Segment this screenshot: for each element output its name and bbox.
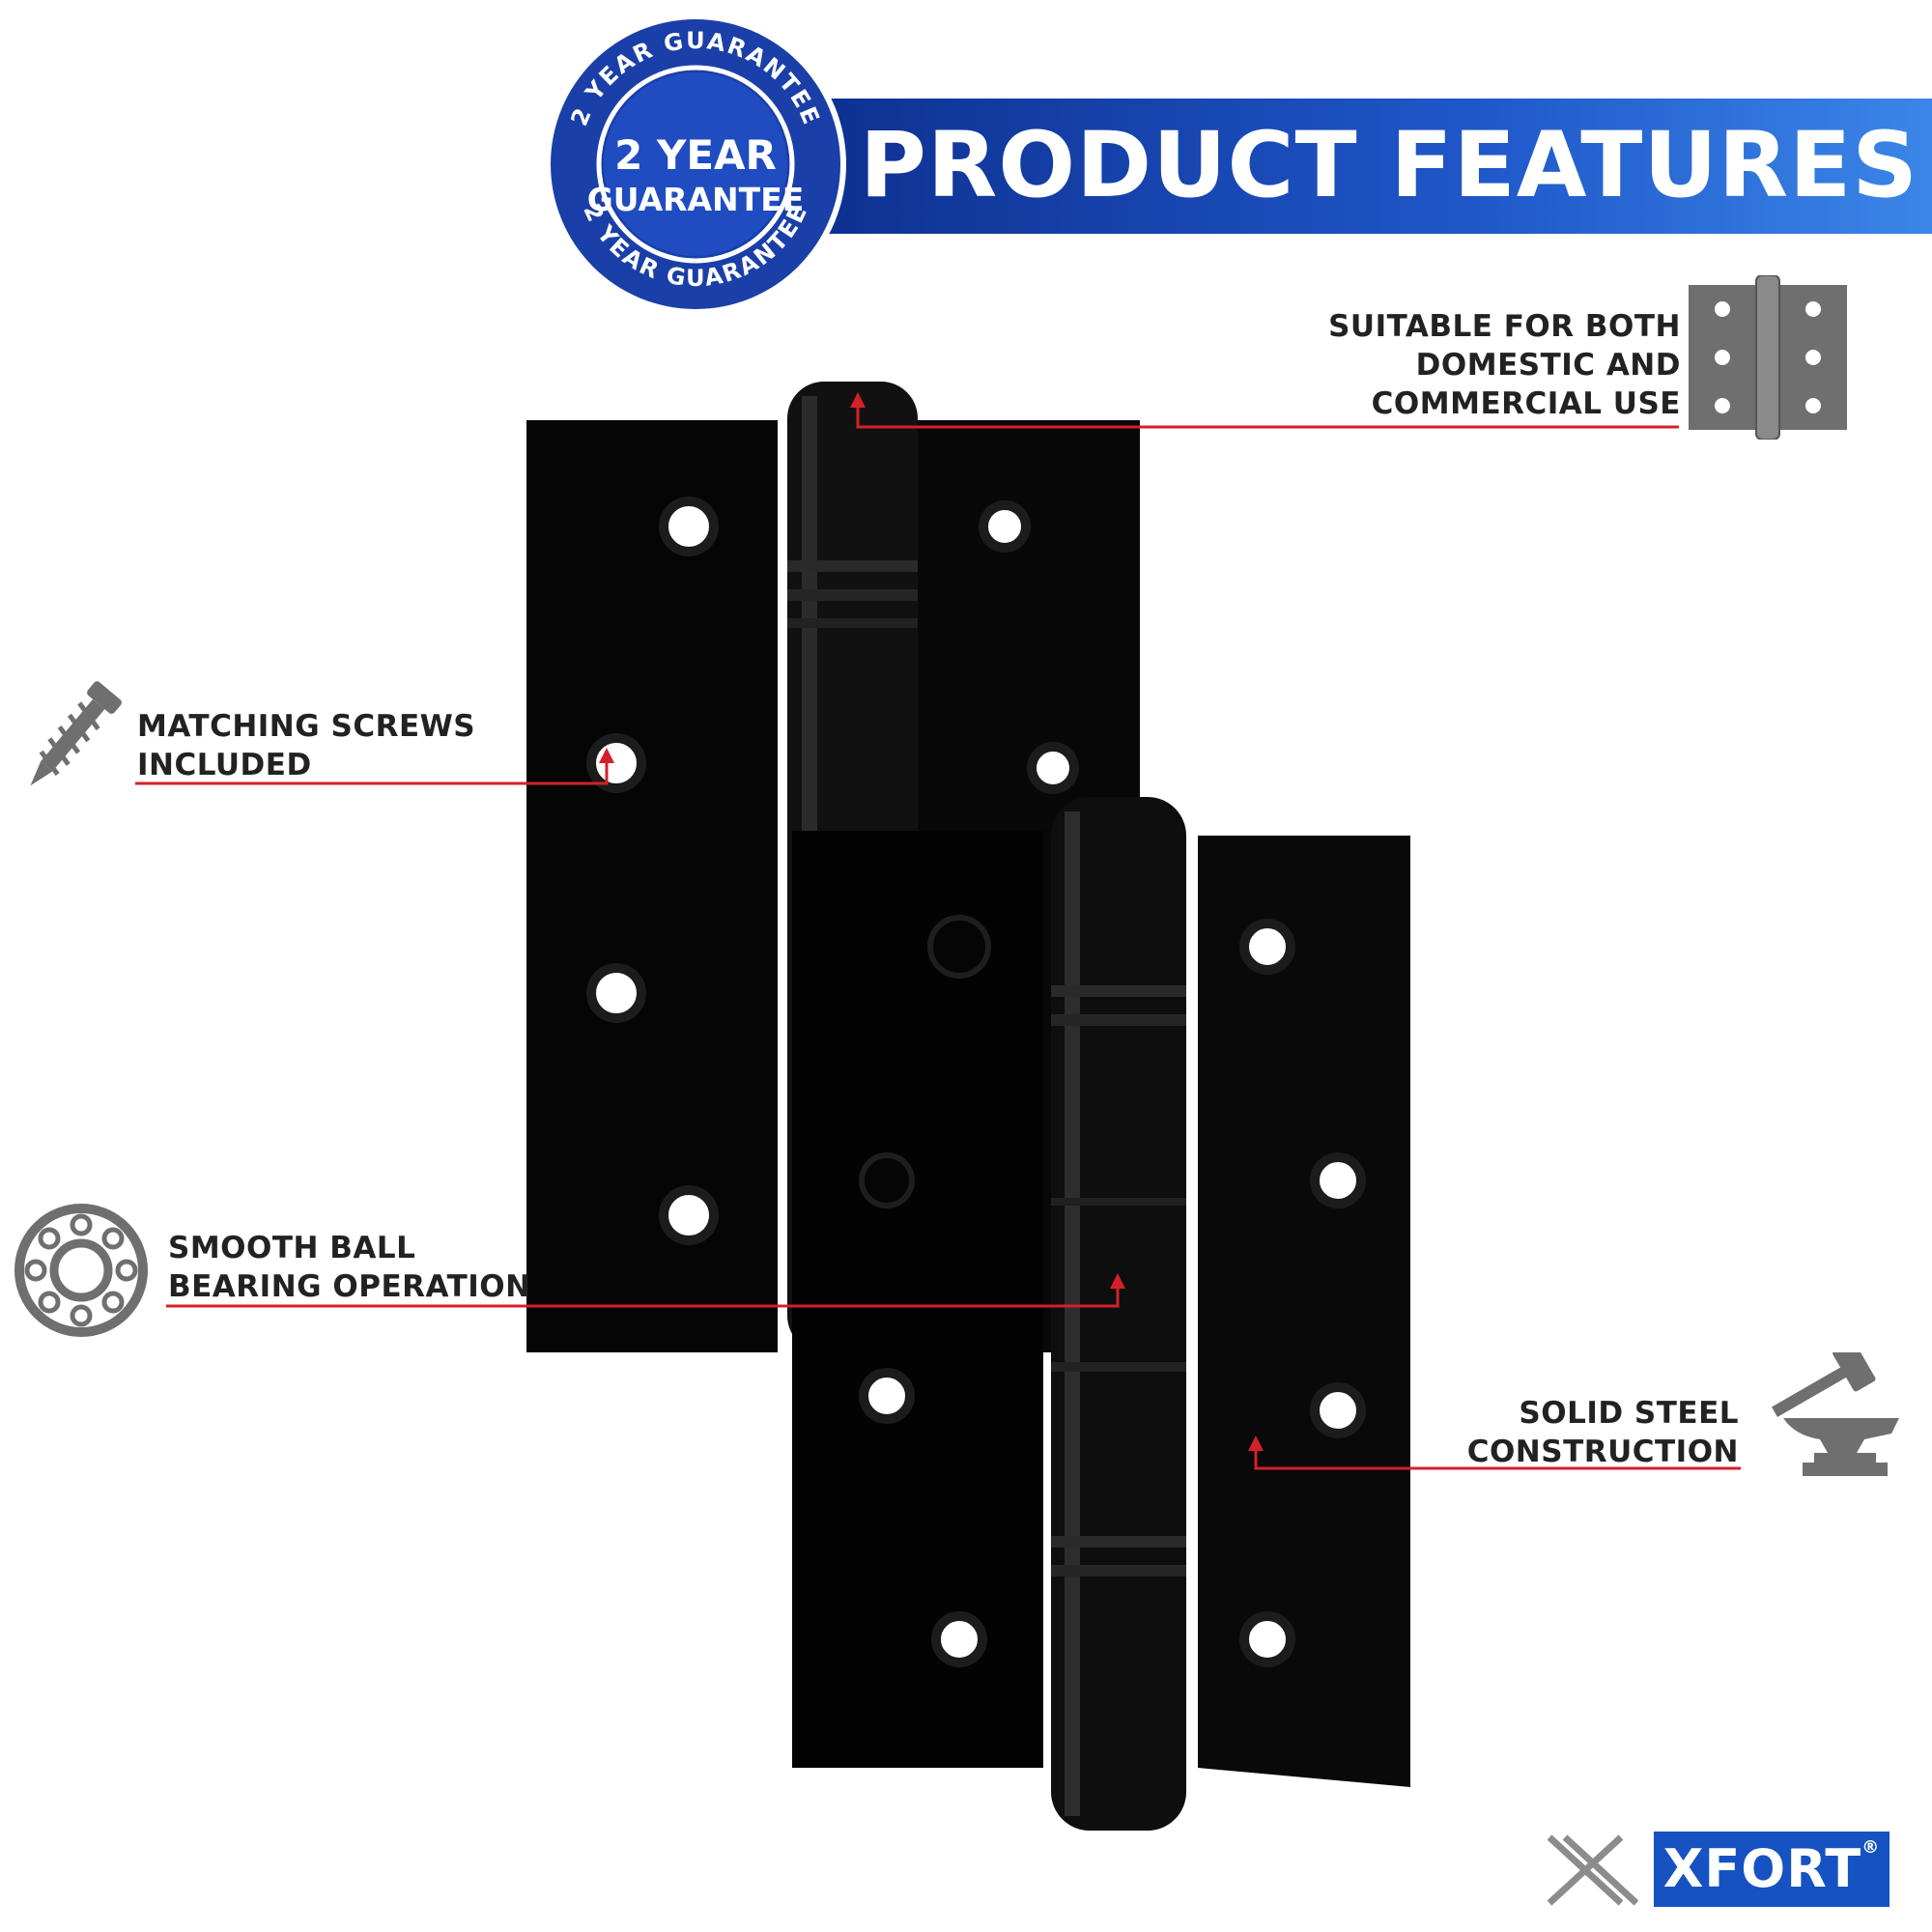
callout-lines [135, 406, 1741, 1470]
feature-steel-text: SOLID STEEL CONSTRUCTION [1314, 1394, 1739, 1471]
feature-screws-text: MATCHING SCREWS INCLUDED [137, 707, 562, 784]
feature-screws-line1: MATCHING SCREWS [137, 709, 476, 744]
screw-icon [30, 681, 122, 786]
ball-bearing-icon [14, 1204, 148, 1337]
guarantee-seal: 2 YEAR GUARANTEE 2 YEAR GUARANTEE 2 YEAR… [545, 14, 846, 315]
feature-steel-line1: SOLID STEEL [1519, 1396, 1739, 1431]
feature-steel-line2: CONSTRUCTION [1466, 1435, 1739, 1469]
xfort-logo-icon [1547, 1834, 1638, 1906]
callout-bearing [166, 1287, 1120, 1308]
brand-name: XFORT [1662, 1838, 1862, 1899]
feature-bearing-text: SMOOTH BALL BEARING OPERATION [168, 1229, 612, 1306]
banner-title: PRODUCT FEATURES [860, 113, 1918, 218]
brand-logo: XFORT® [1654, 1832, 1889, 1907]
feature-bearing-line1: SMOOTH BALL [168, 1231, 416, 1265]
feature-screws-line2: INCLUDED [137, 748, 312, 782]
front-hinge [792, 797, 1410, 1831]
callout-screws [135, 761, 609, 785]
brand-registered-mark: ® [1861, 1837, 1881, 1858]
feature-bearing-line2: BEARING OPERATION [168, 1269, 531, 1304]
feature-usage-line2: DOMESTIC AND [1415, 348, 1681, 383]
seal-main-line2: GUARANTEE [587, 181, 805, 218]
feature-usage-line3: COMMERCIAL USE [1371, 386, 1681, 421]
callout-usage [856, 406, 1679, 429]
anvil-hammer-icon [1772, 1352, 1899, 1476]
features-banner [792, 99, 1932, 234]
seal-main-line1: 2 YEAR [614, 131, 777, 179]
feature-usage-line1: SUITABLE FOR BOTH [1328, 309, 1681, 344]
callout-steel [1254, 1449, 1741, 1470]
hinge-icon [1689, 275, 1847, 440]
callout-arrowheads [599, 392, 1264, 1451]
feature-usage-text: SUITABLE FOR BOTH DOMESTIC AND COMMERCIA… [1256, 307, 1681, 423]
